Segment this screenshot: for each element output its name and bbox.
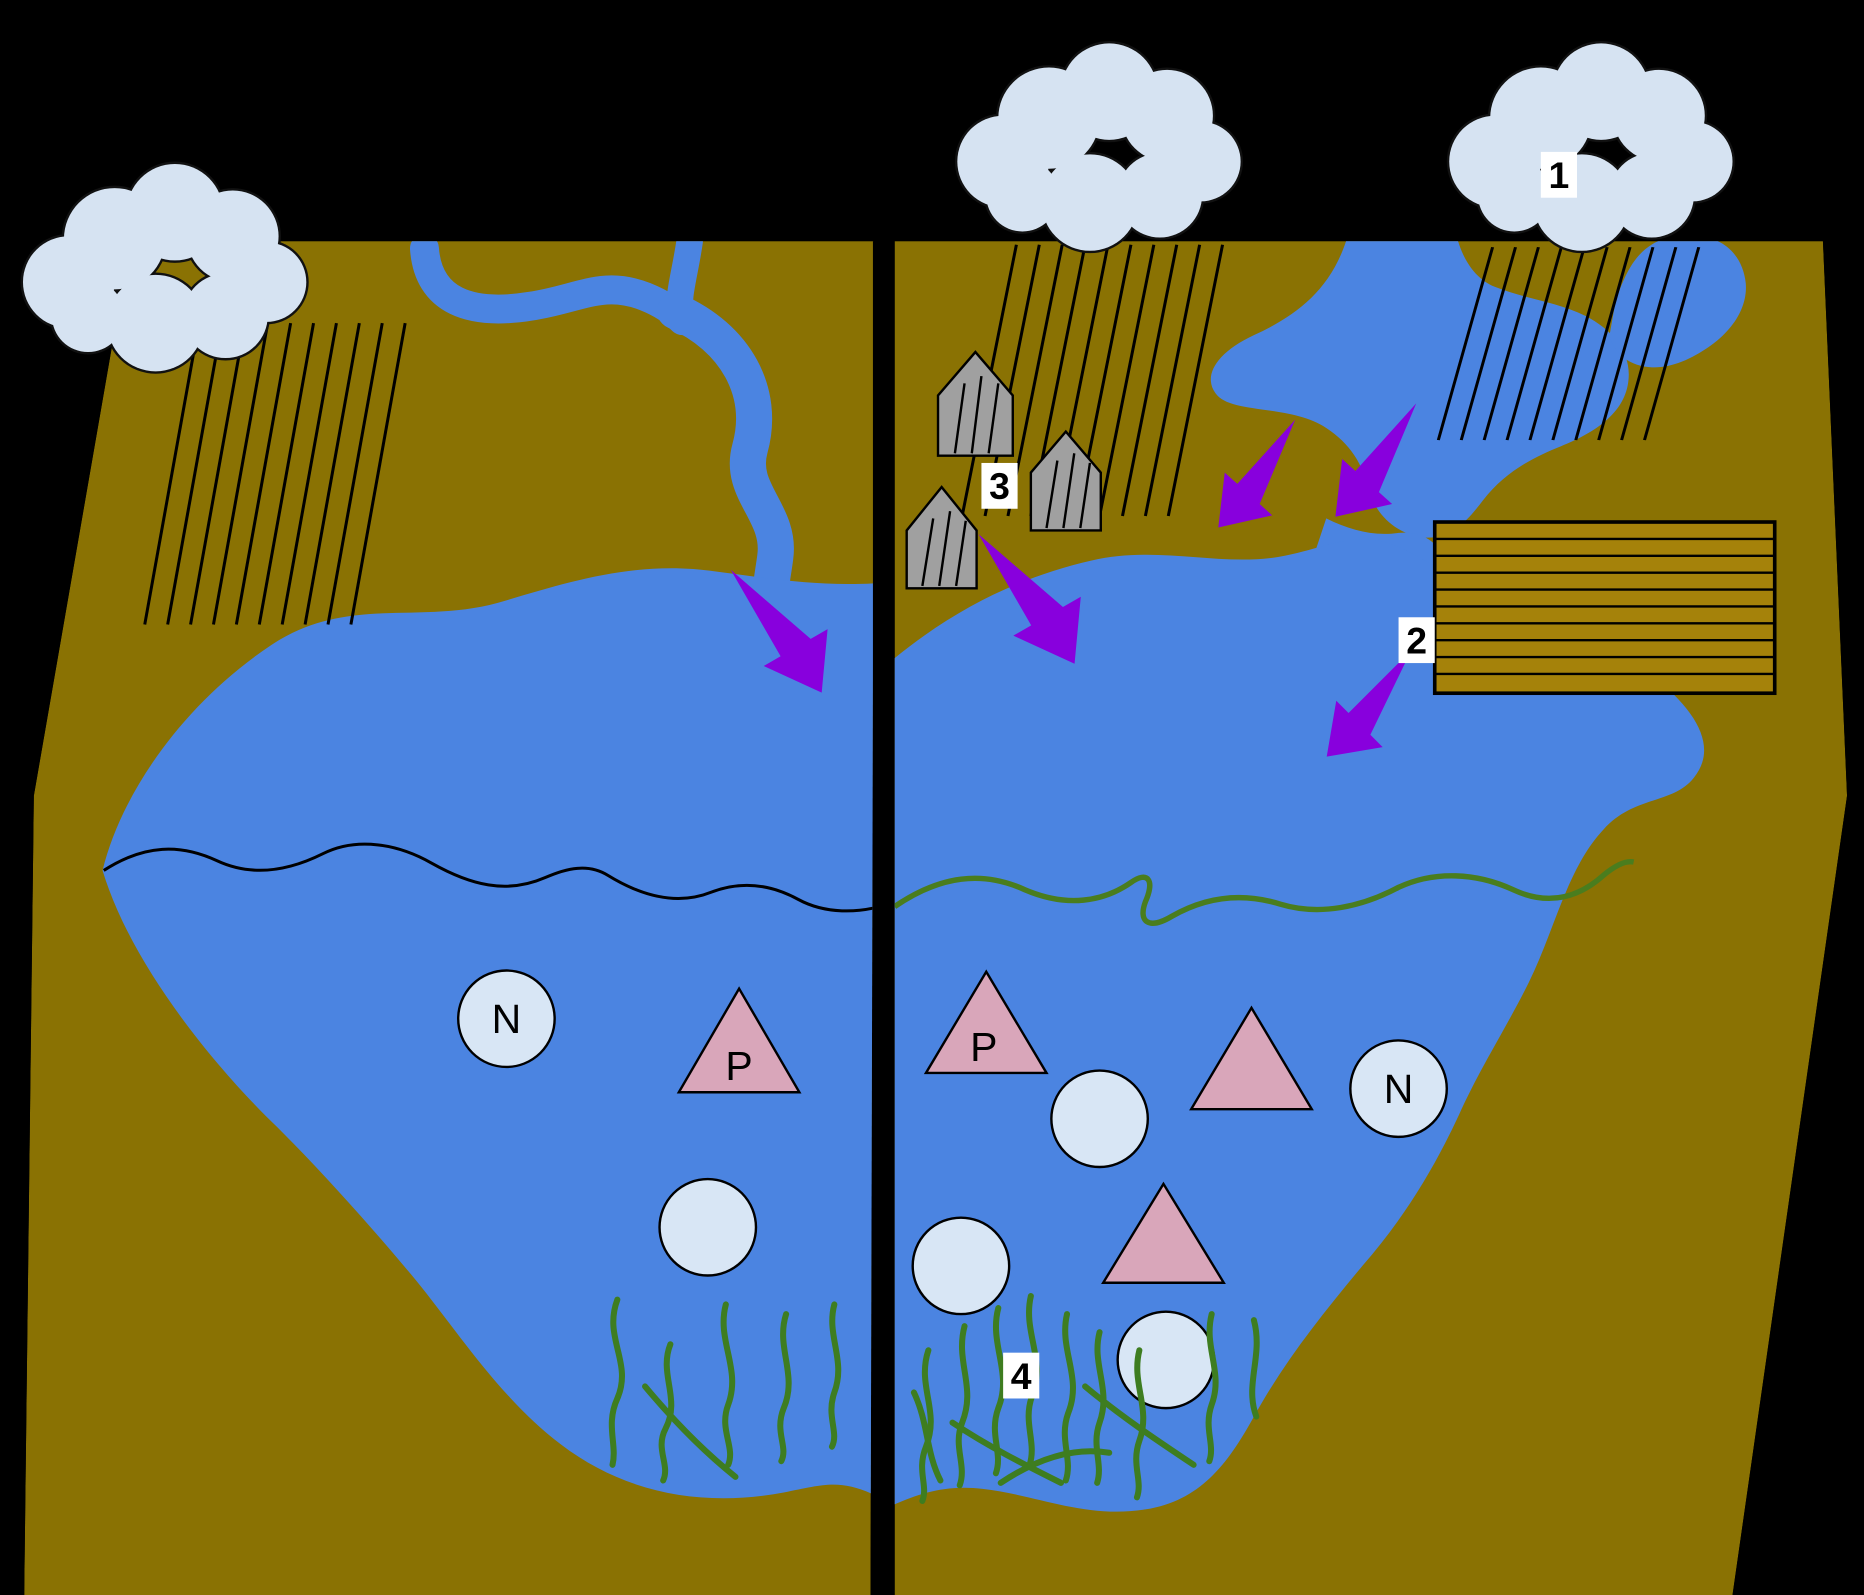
field-rows: [1434, 537, 1775, 676]
callout-1-box: [1540, 151, 1577, 198]
plant-strand: [1093, 1329, 1107, 1486]
river-right-upper: [1210, 241, 1629, 538]
nutrient-triangle-right: [1189, 1005, 1314, 1111]
lake-right: [894, 539, 1704, 1517]
callout-3: 3: [981, 462, 1018, 509]
phosphorus-label-left: P: [725, 1043, 752, 1089]
phosphorus-triangle-left: [676, 986, 802, 1094]
plant-strand: [608, 1296, 625, 1468]
plant-strand: [955, 1323, 971, 1489]
nitrogen-label-left: N: [492, 996, 522, 1042]
plant-strand: [720, 1301, 736, 1468]
river-right-arm: [1609, 241, 1746, 368]
right-water: [894, 241, 1746, 1517]
callout-3-label: 3: [989, 465, 1010, 507]
callout-2-box: [1398, 617, 1435, 664]
waterline-left: [102, 842, 875, 913]
phosphorus-triangle-right: [923, 969, 1049, 1075]
nutrient-circle-left: [658, 1177, 758, 1277]
callout-2: 2: [1398, 617, 1435, 664]
callout-1-label: 1: [1549, 154, 1570, 196]
plant-strand: [910, 1389, 944, 1484]
plant-strand: [1061, 1311, 1076, 1484]
plant-strand: [828, 1301, 842, 1450]
nutrients-right: P N: [911, 969, 1448, 1410]
left-watershed-panel: N P: [24, 241, 875, 1595]
callout-3-box: [981, 462, 1018, 509]
plant-strand: [949, 1419, 1065, 1486]
callout-4-label: 4: [1011, 1355, 1032, 1397]
plant-strand: [777, 1311, 792, 1465]
nutrient-circle-right-2: [911, 1216, 1011, 1316]
nutrients-left: N P: [456, 969, 802, 1277]
plant-strand: [1133, 1347, 1147, 1501]
houses: [905, 350, 1102, 590]
algae-waterline-right: [894, 859, 1635, 926]
plant-strand: [1249, 1317, 1260, 1420]
plant-strand: [1205, 1311, 1219, 1465]
right-watershed-panel: P N: [894, 241, 1848, 1595]
callout-1: 1: [1540, 151, 1577, 198]
plant-strand: [1082, 1383, 1197, 1468]
callout-2-label: 2: [1406, 619, 1427, 661]
nutrient-circle-right-1: [1050, 1069, 1150, 1169]
nitrogen-circle-right: [1349, 1039, 1448, 1139]
plant-strand: [658, 1341, 675, 1484]
callout-4-box: [1003, 1352, 1040, 1399]
nitrogen-circle-left: [456, 969, 556, 1069]
aquatic-plants-left: [608, 1296, 842, 1484]
farm-field: [1432, 520, 1777, 696]
callout-4: 4: [1003, 1352, 1040, 1399]
house-1: [936, 350, 1014, 457]
nutrient-circle-right-3: [1116, 1310, 1216, 1410]
nutrient-triangle-right-2: [1101, 1181, 1226, 1284]
river-left-main: [657, 292, 794, 621]
phosphorus-label-right: P: [970, 1024, 997, 1070]
nitrogen-label-right: N: [1384, 1066, 1414, 1112]
plant-strand: [642, 1383, 739, 1480]
panel-divider: [872, 241, 894, 1595]
plant-strand: [997, 1448, 1113, 1486]
